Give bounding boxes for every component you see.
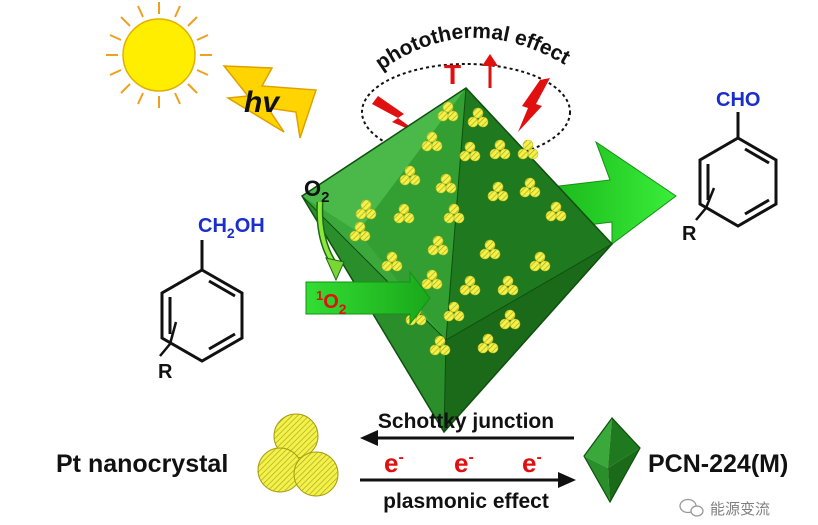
watermark-text: 能源变流 bbox=[710, 501, 770, 518]
plasmonic-arrow bbox=[360, 472, 576, 488]
heat-bolt-right-icon bbox=[518, 78, 550, 132]
wechat-icon bbox=[679, 498, 704, 517]
benzaldehyde-structure: CHO R bbox=[682, 89, 778, 245]
product-formula: CHO bbox=[716, 89, 760, 111]
watermark: 能源变流 bbox=[679, 498, 770, 518]
electron-label-2: e- bbox=[454, 448, 474, 478]
temperature-label: T bbox=[444, 59, 461, 90]
singlet-oxygen-arrow bbox=[305, 270, 431, 326]
pcn-octahedron-icon bbox=[583, 417, 641, 504]
benzyl-alcohol-structure: CH2OH R bbox=[158, 215, 265, 383]
hv-label: hv bbox=[244, 86, 281, 119]
pt-nanocrystal-icon bbox=[257, 413, 339, 497]
reactant-formula: CH2OH bbox=[198, 215, 265, 241]
lightning-bolt-icon bbox=[222, 65, 318, 139]
pt-nanocrystal-label: Pt nanocrystal bbox=[56, 450, 228, 478]
electron-label-1: e- bbox=[384, 448, 404, 478]
electron-label-3: e- bbox=[522, 448, 542, 478]
product-r-group: R bbox=[682, 223, 697, 245]
heat-bolt-left-icon bbox=[372, 96, 420, 134]
reactant-r-group: R bbox=[158, 361, 173, 383]
sun-icon bbox=[106, 2, 212, 108]
up-arrow-icon bbox=[482, 54, 498, 88]
photothermal-zone bbox=[361, 63, 571, 161]
singlet-oxygen-label: 1O2 bbox=[316, 288, 347, 317]
oxygen-conversion-arrow bbox=[316, 201, 345, 282]
pcn-octahedron bbox=[300, 87, 614, 434]
plasmonic-label: plasmonic effect bbox=[383, 490, 549, 513]
photothermal-label: photothermal effect bbox=[371, 20, 574, 75]
schottky-label: Schottky junction bbox=[378, 410, 554, 433]
schottky-arrow bbox=[360, 430, 574, 446]
oxygen-label: O2 bbox=[304, 176, 329, 206]
pcn-label: PCN-224(M) bbox=[648, 450, 788, 478]
